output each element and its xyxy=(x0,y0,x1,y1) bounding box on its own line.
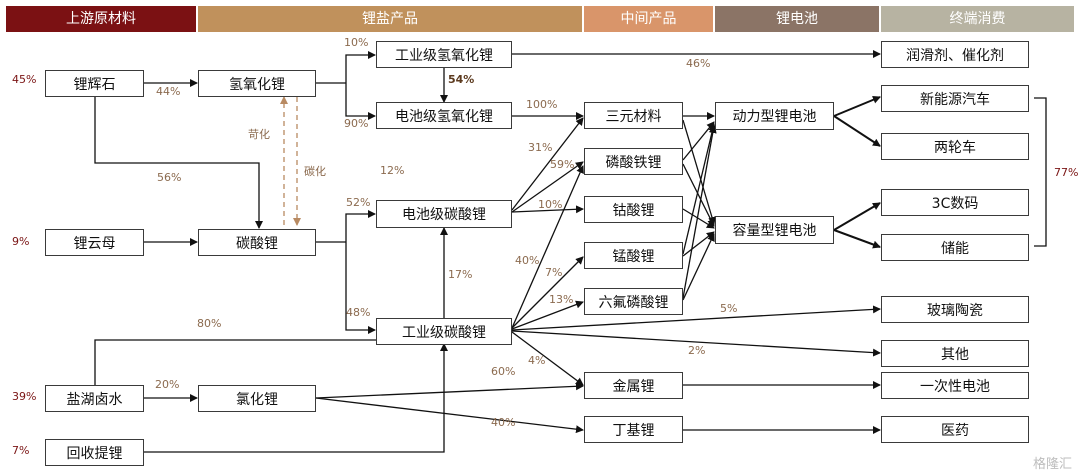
share-brine: 39% xyxy=(12,390,37,403)
header-battery: 锂电池 xyxy=(715,6,879,32)
edge-lco-cap xyxy=(682,208,715,229)
node-recycle: 回收提锂 xyxy=(45,439,144,466)
node-medicine: 医药 xyxy=(881,416,1029,443)
flow-ind-bat-lioh: 54% xyxy=(448,73,475,86)
header-salts: 锂盐产品 xyxy=(198,6,582,32)
edge-ind-li2co3-metal xyxy=(511,331,584,386)
node-li2co3: 碳酸锂 xyxy=(198,229,316,256)
node-two-wheel: 两轮车 xyxy=(881,133,1029,160)
share-recycle: 7% xyxy=(12,444,30,457)
flow-bat-lioh-ternary: 100% xyxy=(526,98,558,111)
edge-ind-li2co3-lipf6 xyxy=(511,300,584,330)
edge-brine-ind-li2co3 xyxy=(94,339,445,386)
node-nev: 新能源汽车 xyxy=(881,85,1029,112)
node-other: 其他 xyxy=(881,340,1029,367)
flow-brine-ind: 80% xyxy=(197,317,222,330)
flow-spod-li2co3: 56% xyxy=(157,171,182,184)
share-spodumene: 45% xyxy=(12,73,37,86)
flow-bat-li2co3-lfp: 59% xyxy=(550,158,575,171)
node-lmo: 锰酸锂 xyxy=(584,242,683,269)
edge-lioh-bat xyxy=(345,83,376,120)
node-butyl-li: 丁基锂 xyxy=(584,416,683,443)
flow-ind-lfp: 40% xyxy=(515,254,540,267)
flow-li2co3-ind: 48% xyxy=(346,306,371,319)
node-lubricant: 润滑剂、催化剂 xyxy=(881,41,1029,68)
flow-ind-other: 2% xyxy=(688,344,706,357)
node-lfp: 磷酸铁锂 xyxy=(584,148,683,175)
flow-bat-li2co3-ternary: 31% xyxy=(528,141,553,154)
flow-ind-metal: 4% xyxy=(528,354,546,367)
label-causticize: 苛化 xyxy=(248,128,270,141)
edge-recycle-ind-li2co3 xyxy=(144,343,448,453)
edge-lfp-cap xyxy=(682,163,715,227)
node-storage: 储能 xyxy=(881,234,1029,261)
header-end-consumption: 终端消费 xyxy=(881,6,1074,32)
label-carbonize: 碳化 xyxy=(304,165,326,178)
node-lco: 钴酸锂 xyxy=(584,196,683,223)
edge-bat-li2co3-lfp xyxy=(511,161,584,213)
flow-side-12: 12% xyxy=(380,164,405,177)
edge-ternary-cap xyxy=(682,119,716,225)
watermark: 格隆汇 xyxy=(1032,457,1072,472)
edge-ind-li2co3-lmo xyxy=(511,256,584,329)
node-li-metal: 金属锂 xyxy=(584,372,683,399)
node-spodumene: 锂辉石 xyxy=(45,70,144,97)
edge-power-nev xyxy=(833,95,881,117)
flow-licl-butyl: 40% xyxy=(491,416,516,429)
node-battery-li2co3: 电池级碳酸锂 xyxy=(376,200,512,228)
end-use-bracket xyxy=(1034,97,1047,247)
node-capacity-battery: 容量型锂电池 xyxy=(715,216,834,244)
share-lepidolite: 9% xyxy=(12,235,30,248)
flow-lioh-bat: 90% xyxy=(344,117,369,130)
flow-brine-licl: 20% xyxy=(155,378,180,391)
edge-licl-butyl xyxy=(315,397,584,434)
edge-lipf6-power xyxy=(682,125,717,299)
flow-spod-lioh: 44% xyxy=(156,85,181,98)
flow-ind-lmo: 7% xyxy=(545,266,563,279)
node-ternary: 三元材料 xyxy=(584,102,683,129)
edge-cap-storage xyxy=(833,229,881,249)
edge-lmo-power xyxy=(682,123,717,255)
edge-ind-li2co3-other xyxy=(511,330,881,357)
flow-ind-glass: 5% xyxy=(720,302,738,315)
node-brine: 盐湖卤水 xyxy=(45,385,144,412)
flow-ind-lioh-lub: 46% xyxy=(686,57,711,70)
node-3c: 3C数码 xyxy=(881,189,1029,216)
node-lepidolite: 锂云母 xyxy=(45,229,144,256)
edge-ind-li2co3-glass xyxy=(511,305,881,331)
node-power-battery: 动力型锂电池 xyxy=(715,102,834,130)
edge-lipf6-cap xyxy=(682,233,715,301)
header-upstream: 上游原材料 xyxy=(6,6,196,32)
node-industrial-lioh: 工业级氢氧化锂 xyxy=(376,41,512,68)
flow-lioh-ind: 10% xyxy=(344,36,369,49)
node-licl: 氯化锂 xyxy=(198,385,316,412)
node-battery-lioh: 电池级氢氧化锂 xyxy=(376,102,512,129)
edge-power-two-wheel xyxy=(833,115,881,147)
flow-ind-to-bat-li2co3: 17% xyxy=(448,268,473,281)
edge-spodumene-li2co3 xyxy=(94,96,263,229)
share-end-bracket: 77% xyxy=(1054,166,1079,179)
edge-ind-li2co3-lfp xyxy=(511,165,584,329)
node-glass: 玻璃陶瓷 xyxy=(881,296,1029,323)
edge-lioh-ind xyxy=(345,51,376,83)
flow-licl-metal: 60% xyxy=(491,365,516,378)
edge-li2co3-ind xyxy=(345,242,376,334)
edge-licl-metal xyxy=(315,382,584,399)
edge-bat-li2co3-lco xyxy=(511,205,584,214)
node-industrial-li2co3: 工业级碳酸锂 xyxy=(376,318,512,345)
node-lioh: 氢氧化锂 xyxy=(198,70,316,97)
edge-bat-li2co3-ternary xyxy=(511,117,584,211)
flow-bat-li2co3-lco: 10% xyxy=(538,198,563,211)
node-lipf6: 六氟磷酸锂 xyxy=(584,288,683,315)
header-intermediate: 中间产品 xyxy=(584,6,713,32)
edge-cap-3c xyxy=(833,202,881,231)
flow-ind-lipf6: 13% xyxy=(549,293,574,306)
edge-li2co3-bat xyxy=(345,210,376,242)
flow-li2co3-bat: 52% xyxy=(346,196,371,209)
node-primary-battery: 一次性电池 xyxy=(881,372,1029,399)
